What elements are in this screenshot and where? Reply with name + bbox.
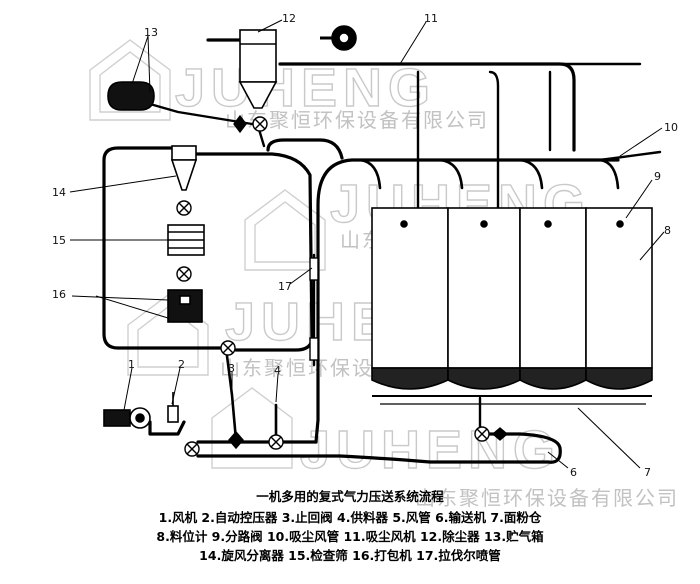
pipe-branch-to-valve-3 <box>224 346 238 442</box>
main-valve-left <box>184 441 200 457</box>
callout-8: 8 <box>664 224 671 237</box>
drop-to-bin-2 <box>488 70 500 212</box>
flour-bin-3 <box>519 207 587 390</box>
valves <box>176 114 509 457</box>
pressure-controller <box>167 392 179 423</box>
callout-numbers: 1 2 3 4 6 7 8 9 10 11 12 13 14 15 16 17 <box>52 12 678 479</box>
callout-7: 7 <box>644 466 651 479</box>
check-valve-3 <box>228 430 244 450</box>
feeder-valve-4 <box>268 434 284 450</box>
lower-return-loop <box>196 432 562 464</box>
left-loop-pipe <box>102 146 230 350</box>
level-gauge-2 <box>480 220 488 228</box>
bin-discharge-valve <box>474 426 490 442</box>
callout-15: 15 <box>52 234 66 247</box>
callout-12: 12 <box>282 12 296 25</box>
watermark-company-4: 山东聚恒环保设备有限公司 <box>415 486 679 510</box>
bin-discharge-check-valve <box>491 427 509 441</box>
cyclone-outlet-valve <box>176 200 192 216</box>
flour-bin-4 <box>585 207 653 390</box>
suction-duct-10 <box>598 150 662 162</box>
inspection-sifter <box>167 224 205 256</box>
blower-fan <box>103 407 151 429</box>
laval-nozzle-lower <box>309 337 319 361</box>
diverter-valve-top <box>252 116 268 132</box>
packing-machine <box>167 289 203 323</box>
watermark-company-1: 山东聚恒环保设备有限公司 <box>225 108 489 132</box>
air-storage-tank <box>107 81 155 111</box>
cyclone-separator <box>170 145 198 191</box>
dust-suction-fan <box>320 25 357 51</box>
sifter-outlet-valve <box>176 266 192 282</box>
callout-6: 6 <box>570 466 577 479</box>
branch-valve-left <box>220 340 236 356</box>
callout-16: 16 <box>52 288 66 301</box>
callout-9: 9 <box>654 170 661 183</box>
check-valve-top <box>233 114 247 134</box>
level-gauge-3 <box>544 220 552 228</box>
pipe-from-top-manifold <box>266 138 344 160</box>
callout-1: 1 <box>128 358 135 371</box>
pipe-to-bins <box>314 158 620 444</box>
callout-13: 13 <box>144 26 158 39</box>
callout-17: 17 <box>278 280 292 293</box>
caption-title: 一机多用的复式气力压送系统流程 <box>256 489 444 504</box>
callout-10: 10 <box>664 121 678 134</box>
callout-14: 14 <box>52 186 66 199</box>
storage-to-collector-pipe <box>148 102 254 126</box>
flour-bin-1 <box>371 207 449 390</box>
leader-lines <box>69 19 665 469</box>
flour-bins <box>371 207 653 405</box>
flour-bin-2 <box>447 207 521 390</box>
watermark-brand-4: JUHENG <box>300 420 561 480</box>
callout-11: 11 <box>424 12 438 25</box>
level-gauge-4 <box>616 220 624 228</box>
main-pressure-pipe <box>148 420 186 436</box>
caption-legend-line-2: 8.料位计 9.分路阀 10.吸尘风管 11.吸尘风机 12.除尘器 13.贮气… <box>156 529 544 544</box>
dust-collector <box>238 29 278 109</box>
callout-4: 4 <box>274 364 281 377</box>
callout-3: 3 <box>228 362 235 375</box>
bin-inlet-elbows <box>358 158 620 190</box>
level-gauge-1 <box>400 220 408 228</box>
callout-2: 2 <box>178 358 185 371</box>
caption-legend-line-3: 14.旋风分离器 15.检查筛 16.打包机 17.拉伐尔喷管 <box>199 548 501 563</box>
caption-legend-line-1: 1.风机 2.自动控压器 3.止回阀 4.供料器 5.风管 6.输送机 7.面粉… <box>158 510 542 525</box>
watermark-brand-1: JUHENG <box>175 58 436 118</box>
